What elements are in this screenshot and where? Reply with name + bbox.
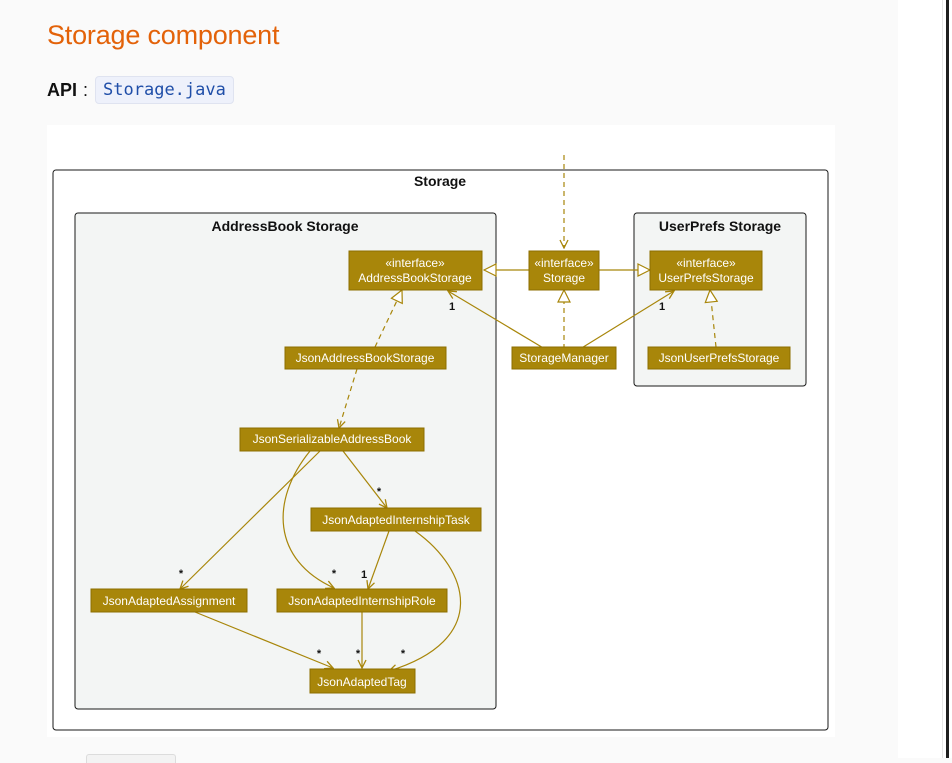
package-addressbook-label: AddressBook Storage [211, 218, 358, 234]
json-ab-storage-realizes [374, 290, 402, 348]
assignment-to-tag [194, 611, 333, 668]
storage-stereotype: «interface» [534, 256, 594, 270]
storage-name: Storage [543, 271, 585, 285]
storage-class-diagram: Storage AddressBook Storage UserPrefs St… [47, 125, 835, 737]
manager-to-userprefs-storage [579, 291, 674, 350]
api-file-link[interactable]: Storage.java [95, 76, 234, 104]
scrollbar-thumb[interactable] [946, 0, 949, 758]
storage-manager-name: StorageManager [519, 351, 608, 365]
api-separator: : [83, 79, 89, 100]
mult-book-role: * [332, 568, 337, 580]
class-storage-manager[interactable]: StorageManager [511, 346, 617, 370]
json-adapted-assignment-name: JsonAdaptedAssignment [103, 594, 236, 608]
json-adapted-internship-role-name: JsonAdaptedInternshipRole [288, 594, 436, 608]
mult-task-role: 1 [361, 569, 367, 581]
json-adapted-tag-name: JsonAdaptedTag [317, 675, 406, 689]
json-serializable-addressbook-name: JsonSerializableAddressBook [253, 432, 413, 446]
userprefs-storage-stereotype: «interface» [676, 256, 736, 270]
class-json-adapted-internship-task[interactable]: JsonAdaptedInternshipTask [310, 507, 482, 532]
addressbook-storage-stereotype: «interface» [385, 256, 445, 270]
page-right-gutter [898, 0, 942, 758]
class-json-adapted-tag[interactable]: JsonAdaptedTag [309, 668, 416, 694]
task-to-role [368, 530, 390, 589]
class-json-adapted-internship-role[interactable]: JsonAdaptedInternshipRole [276, 588, 448, 613]
task-to-tag [389, 530, 462, 671]
class-json-addressbook-storage[interactable]: JsonAddressBookStorage [284, 346, 447, 370]
relationship-lines [180, 155, 716, 671]
api-label: API [47, 79, 78, 100]
class-json-userprefs-storage[interactable]: JsonUserPrefsStorage [647, 346, 791, 370]
book-to-assignment [180, 450, 321, 589]
class-userprefs-storage[interactable]: «interface» UserPrefsStorage [649, 250, 763, 291]
next-element-stub [86, 754, 176, 763]
mult-book-task: * [377, 486, 382, 498]
class-json-adapted-assignment[interactable]: JsonAdaptedAssignment [90, 588, 248, 613]
json-addressbook-storage-name: JsonAddressBookStorage [296, 351, 435, 365]
section-title: Storage component [47, 20, 280, 50]
book-to-role [282, 450, 334, 588]
package-userprefs-label: UserPrefs Storage [659, 218, 781, 234]
json-ab-storage-dependency [339, 368, 358, 428]
mult-manager-userprefs: 1 [659, 301, 665, 313]
mult-book-assignment: * [179, 568, 184, 580]
api-line: API : Storage.java [47, 76, 234, 104]
manager-to-addressbook-storage [448, 291, 546, 350]
mult-task-tag: * [401, 648, 406, 660]
userprefs-storage-name: UserPrefsStorage [658, 271, 754, 285]
book-to-task [342, 450, 387, 508]
mult-assignment-tag: * [317, 648, 322, 660]
mult-role-tag: * [356, 648, 361, 660]
json-userprefs-storage-name: JsonUserPrefsStorage [659, 351, 780, 365]
json-adapted-internship-task-name: JsonAdaptedInternshipTask [322, 513, 470, 527]
package-storage-label: Storage [414, 173, 466, 189]
json-up-storage-realizes [710, 290, 716, 348]
class-storage[interactable]: «interface» Storage [528, 250, 600, 291]
mult-manager-addressbook: 1 [449, 301, 455, 313]
multiplicity-labels: 1 1 * * * 1 * * * [179, 301, 665, 660]
class-json-serializable-addressbook[interactable]: JsonSerializableAddressBook [239, 427, 425, 452]
addressbook-storage-name: AddressBookStorage [358, 271, 472, 285]
class-addressbook-storage[interactable]: «interface» AddressBookStorage [348, 250, 483, 291]
